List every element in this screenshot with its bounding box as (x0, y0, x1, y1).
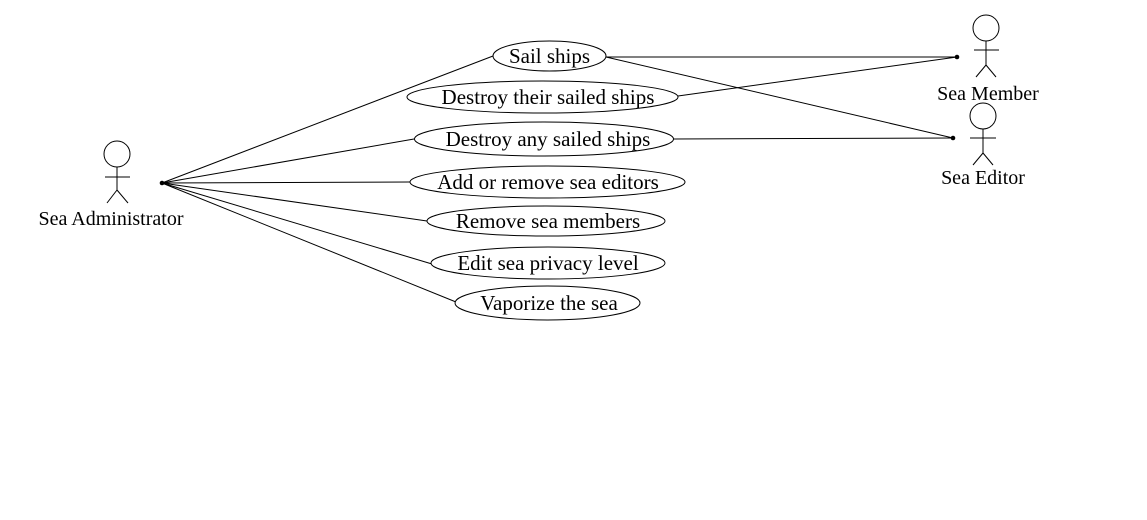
actor-sea-member[interactable] (972, 14, 1000, 78)
use-case-ellipse (414, 121, 674, 157)
line-editor-destroy-any (672, 137, 954, 140)
use-case-add-or-remove-sea-editors[interactable]: Add or remove sea editors (409, 165, 686, 199)
actor-head (969, 102, 997, 130)
use-case-destroy-their-sailed-ships[interactable]: Destroy their sailed ships (406, 80, 679, 114)
actor-leg-left (106, 189, 118, 204)
line-admin-destroy-any (161, 138, 415, 184)
actor-sea-editor[interactable] (969, 102, 997, 166)
use-case-ellipse (492, 40, 607, 72)
line-admin-members (161, 182, 428, 222)
association-endpoints (159, 54, 960, 186)
use-case-destroy-any-sailed-ships[interactable]: Destroy any sailed ships (414, 121, 674, 157)
use-case-label: Destroy any sailed ships (446, 127, 651, 151)
endpoint-admin (159, 180, 165, 186)
use-case-label: Destroy their sailed ships (442, 85, 655, 109)
line-member-destroy-their (677, 56, 958, 97)
actor-leg-right (982, 152, 994, 166)
line-admin-editors (161, 181, 411, 184)
actor-leg-right (116, 189, 129, 204)
use-case-sail[interactable]: Sail ships (492, 40, 607, 72)
use-case-ellipse (454, 285, 641, 321)
endpoint-member (954, 54, 960, 60)
line-admin-sail (161, 55, 494, 184)
actor-head (972, 14, 1000, 42)
use-case-vaporize-the-sea[interactable]: Vaporize the sea (454, 285, 641, 321)
association-lines (161, 55, 958, 303)
use-case-label: Edit sea privacy level (457, 251, 639, 275)
actor-label: Sea Editor (941, 167, 1025, 189)
use-case-ellipse (406, 80, 679, 114)
actor-head (103, 140, 131, 168)
actor-label: Sea Administrator (39, 208, 184, 230)
actor-leg-left (972, 152, 984, 166)
actor-leg-right (985, 64, 997, 78)
line-admin-privacy (161, 182, 433, 265)
use-case-label: Vaporize the sea (480, 291, 618, 315)
use-case-label: Remove sea members (456, 209, 640, 233)
use-case-ellipse (409, 165, 686, 199)
actor-leg-left (975, 64, 987, 78)
use-case-ellipse (430, 246, 666, 280)
use-case-label: Sail ships (509, 44, 590, 68)
endpoint-editor (950, 135, 956, 141)
use-case-edit-sea-privacy-level[interactable]: Edit sea privacy level (430, 246, 666, 280)
use-case-remove-sea-members[interactable]: Remove sea members (426, 205, 666, 237)
use-case-label: Add or remove sea editors (437, 170, 659, 194)
line-admin-vaporize (161, 182, 457, 303)
actor-sea-administrator[interactable] (103, 140, 131, 204)
actor-label: Sea Member (937, 83, 1039, 105)
use-case-ellipse (426, 205, 666, 237)
line-editor-sail (605, 56, 954, 139)
